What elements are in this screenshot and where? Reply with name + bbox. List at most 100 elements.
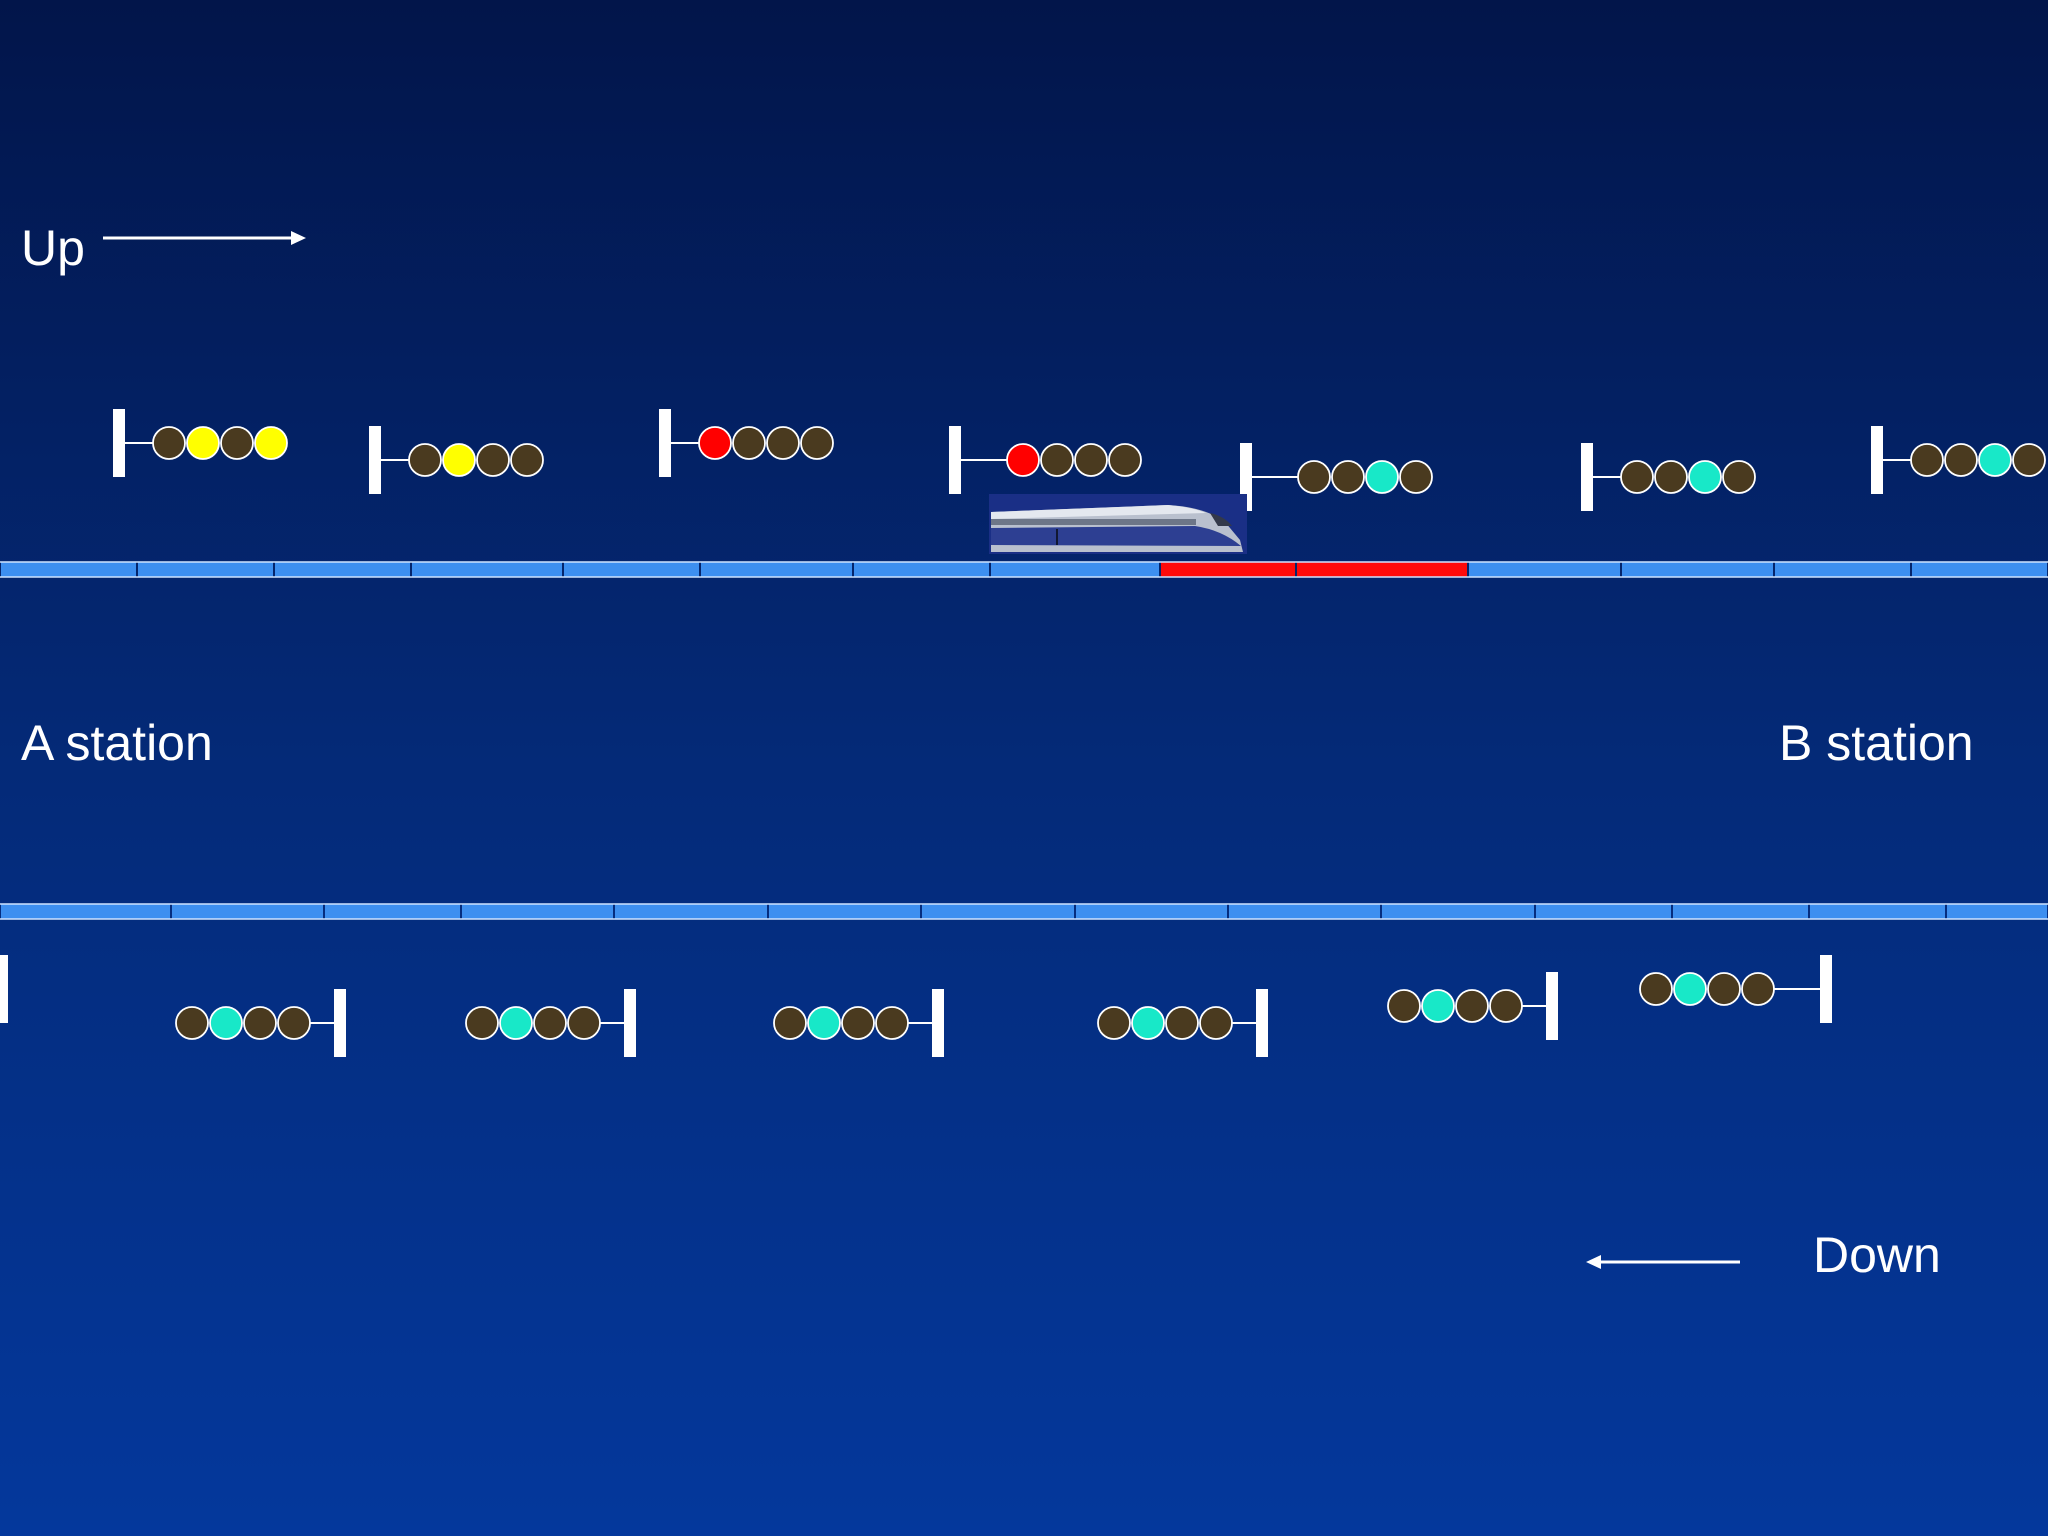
down-track-section-3 <box>325 904 460 919</box>
up-track-section-4 <box>412 562 562 577</box>
down-signal-1-lamp-3-off <box>243 1006 277 1040</box>
down-signal-2-lamp-2-green <box>499 1006 533 1040</box>
up-track-section-11 <box>1469 562 1620 577</box>
down-track-section-2 <box>172 904 323 919</box>
down-signal-5-lamp-4-off <box>1489 989 1523 1023</box>
up-signal-1-lamp-3-off <box>220 426 254 460</box>
down-track-section-4 <box>462 904 613 919</box>
up-signal-2-icon <box>369 426 544 494</box>
down-track-section-9 <box>1229 904 1380 919</box>
up-track-section-6 <box>701 562 852 577</box>
up-signal-5-lamp-4-off <box>1399 460 1433 494</box>
up-signal-6-lamp-4-off <box>1722 460 1756 494</box>
down-signal-2-lamp-4-off <box>567 1006 601 1040</box>
down-signal-3-lamp-2-green <box>807 1006 841 1040</box>
down-track-section-10 <box>1382 904 1534 919</box>
up-signal-2-lamp-2-yellow <box>442 443 476 477</box>
down-signal-6-lamp-3-off <box>1707 972 1741 1006</box>
down-track-section-5 <box>615 904 767 919</box>
up-signal-2-lamp-4-off <box>510 443 544 477</box>
up-signal-3-lamp-1-red <box>698 426 732 460</box>
down-signal-5-lamp-2-green <box>1421 989 1455 1023</box>
down-signals <box>0 955 1832 1057</box>
down-track-section-1 <box>1 904 170 919</box>
up-direction-arrow-icon <box>103 231 306 245</box>
up-signal-4-lamp-2-off <box>1040 443 1074 477</box>
up-signal-3-lamp-3-off <box>766 426 800 460</box>
down-signal-4-lamp-3-off <box>1165 1006 1199 1040</box>
up-signal-5-lamp-2-off <box>1331 460 1365 494</box>
down-track-section-7 <box>922 904 1074 919</box>
down-signal-4-icon <box>1097 989 1268 1057</box>
down-signal-5-icon <box>1387 972 1558 1040</box>
down-track-section-6 <box>769 904 920 919</box>
up-signal-3-lamp-4-off <box>800 426 834 460</box>
up-track-section-10-occupied <box>1297 562 1467 577</box>
down-signal-3-lamp-1-off <box>773 1006 807 1040</box>
up-signal-6-lamp-3-green <box>1688 460 1722 494</box>
up-signal-7-lamp-3-green <box>1978 443 2012 477</box>
down-signal-4-lamp-4-off <box>1199 1006 1233 1040</box>
up-signal-1-icon <box>113 409 288 477</box>
train-livery-stripe <box>991 526 1241 546</box>
down-track-section-13 <box>1810 904 1945 919</box>
down-track-section-8 <box>1076 904 1227 919</box>
up-signal-1-lamp-1-off <box>152 426 186 460</box>
train-icon[interactable] <box>989 494 1247 554</box>
up-track-section-8 <box>991 562 1159 577</box>
down-signal-2-icon <box>465 989 636 1057</box>
down-signal-3-icon <box>773 989 944 1057</box>
down-signal-1-icon <box>175 989 346 1057</box>
a-station-label: A station <box>21 715 213 771</box>
up-signal-3-lamp-2-off <box>732 426 766 460</box>
train-windscreen <box>1210 513 1232 526</box>
up-signal-6-lamp-2-off <box>1654 460 1688 494</box>
up-signal-7-lamp-4-off <box>2012 443 2046 477</box>
down-track-section-11 <box>1536 904 1671 919</box>
up-signal-4-lamp-4-off <box>1108 443 1142 477</box>
up-signal-3-icon <box>659 409 834 477</box>
down-signal-edge-post <box>0 955 8 1023</box>
up-track-section-14 <box>1912 562 2047 577</box>
up-track-section-13 <box>1775 562 1910 577</box>
b-station-label: B station <box>1779 715 1974 771</box>
down-track-section-14 <box>1947 904 2047 919</box>
up-signal-7-icon <box>1871 426 2046 494</box>
down-signal-1-lamp-4-off <box>277 1006 311 1040</box>
up-track <box>0 561 2048 578</box>
down-signal-5-lamp-3-off <box>1455 989 1489 1023</box>
down-signal-6-lamp-4-off <box>1741 972 1775 1006</box>
up-signal-5-icon <box>1240 443 1433 511</box>
down-signal-2-lamp-3-off <box>533 1006 567 1040</box>
direction-arrows <box>103 231 1740 1269</box>
up-track-section-3 <box>275 562 410 577</box>
down-signal-4-lamp-1-off <box>1097 1006 1131 1040</box>
down-direction-label: Down <box>1813 1227 1941 1283</box>
down-signal-4-lamp-2-green <box>1131 1006 1165 1040</box>
down-track-section-12 <box>1673 904 1808 919</box>
up-signal-1-lamp-4-yellow <box>254 426 288 460</box>
down-signal-3-lamp-4-off <box>875 1006 909 1040</box>
up-track-section-9-occupied <box>1161 562 1295 577</box>
up-signal-6-lamp-1-off <box>1620 460 1654 494</box>
up-signals <box>113 409 2046 511</box>
up-signal-6-icon <box>1581 443 1756 511</box>
up-track-section-7 <box>854 562 989 577</box>
down-signal-6-lamp-2-green <box>1673 972 1707 1006</box>
up-direction-label: Up <box>21 220 85 276</box>
down-signal-6-icon <box>1639 955 1832 1023</box>
down-track <box>0 903 2048 920</box>
down-signal-1-lamp-2-green <box>209 1006 243 1040</box>
up-signal-5-lamp-3-green <box>1365 460 1399 494</box>
up-signal-1-lamp-2-yellow <box>186 426 220 460</box>
down-signal-1-lamp-1-off <box>175 1006 209 1040</box>
up-signal-7-lamp-1-off <box>1910 443 1944 477</box>
down-direction-arrow-icon <box>1586 1255 1740 1269</box>
down-signal-6-lamp-1-off <box>1639 972 1673 1006</box>
up-signal-2-lamp-3-off <box>476 443 510 477</box>
up-track-section-1 <box>1 562 136 577</box>
down-signal-2-lamp-1-off <box>465 1006 499 1040</box>
up-signal-4-icon <box>949 426 1142 494</box>
